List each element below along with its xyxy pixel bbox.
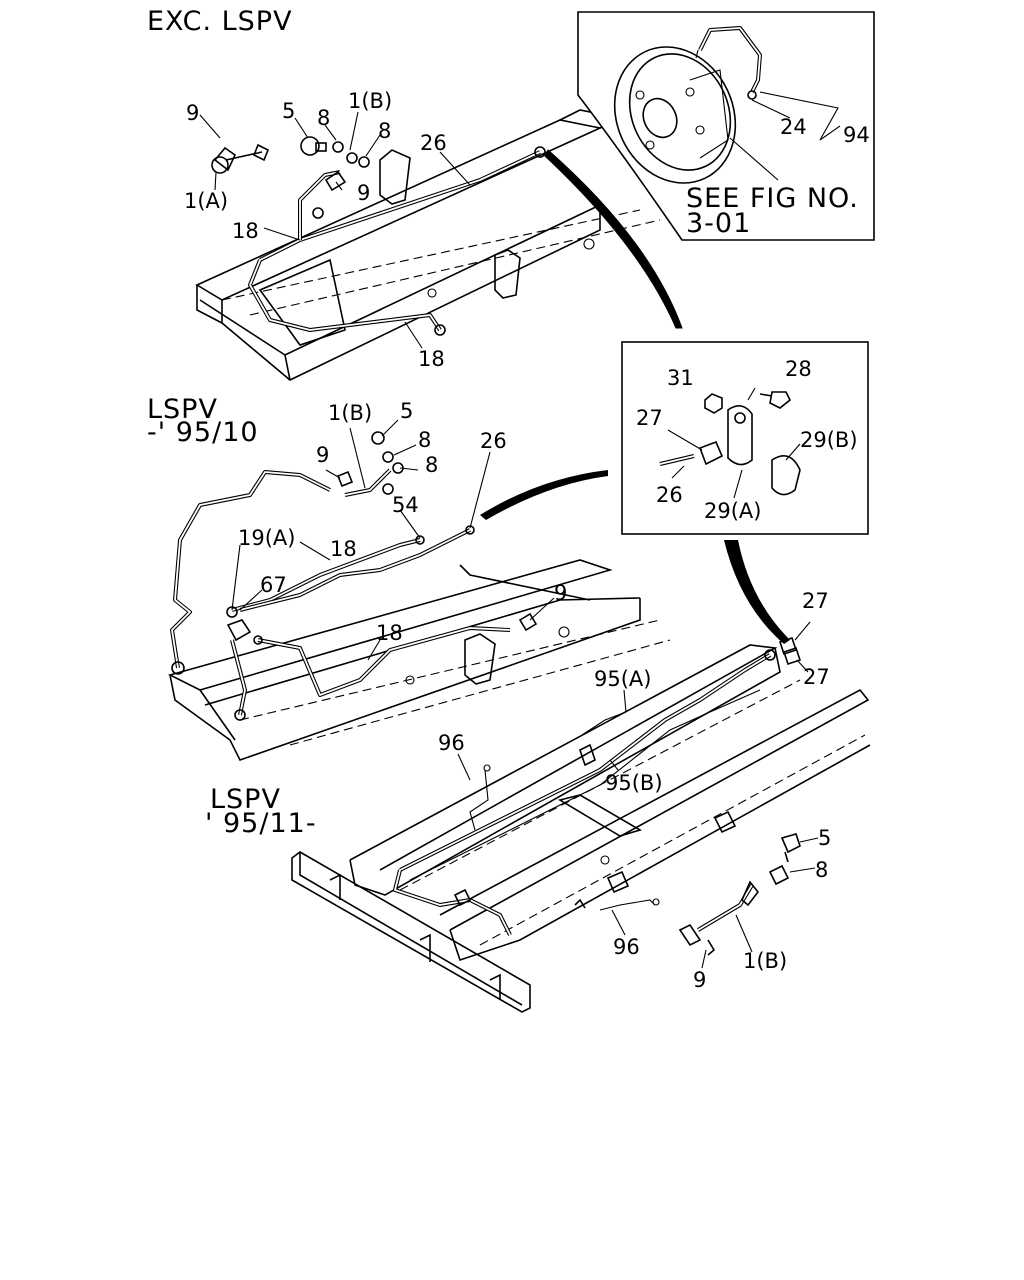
callout-8: 8 — [317, 106, 330, 130]
callout-18: 18 — [418, 347, 445, 371]
section-title-date-range: ' 95/11- — [205, 808, 317, 839]
callout-1b: 1(B) — [743, 949, 787, 973]
callout-9: 9 — [316, 443, 329, 467]
callout-26: 26 — [656, 483, 683, 507]
callout-9: 9 — [693, 968, 706, 992]
callout-1b: 1(B) — [348, 89, 392, 113]
callout-28: 28 — [785, 357, 812, 381]
callout-8: 8 — [425, 453, 438, 477]
callout-95a: 95(A) — [594, 667, 651, 691]
callout-67: 67 — [260, 573, 287, 597]
callout-27: 27 — [803, 665, 830, 689]
callout-8: 8 — [378, 119, 391, 143]
see-fig-number: 3-01 — [686, 208, 751, 239]
section-title-lspv: LSPV — [147, 394, 218, 425]
callout-29b: 29(B) — [800, 428, 858, 452]
callout-19a: 19(A) — [238, 526, 295, 550]
inset-pipe-clip: 31 28 27 29(B) 26 29(A) — [621, 341, 869, 535]
see-fig-reference: SEE FIG NO. — [686, 183, 859, 214]
callout-18: 18 — [232, 219, 259, 243]
section-title-lspv: LSPV — [210, 784, 281, 815]
callout-29a: 29(A) — [704, 499, 761, 523]
callout-54: 54 — [392, 493, 419, 517]
frame-assembly-exc-lspv: EXC. LSPV — [147, 6, 683, 381]
callout-26: 26 — [480, 429, 507, 453]
callout-95b: 95(B) — [605, 771, 663, 795]
callout-9: 9 — [554, 581, 567, 605]
callout-26: 26 — [420, 131, 447, 155]
callout-5: 5 — [400, 399, 413, 423]
callout-96: 96 — [613, 935, 640, 959]
frame-assembly-lspv-to-95-10: LSPV -' 95/10 — [147, 394, 671, 761]
callout-9: 9 — [357, 181, 370, 205]
frame-assembly-lspv-from-95-11: LSPV ' 95/11- — [205, 589, 871, 1013]
callout-5: 5 — [818, 826, 831, 850]
section-title-date-range: -' 95/10 — [147, 417, 259, 448]
callout-31: 31 — [667, 366, 694, 390]
callout-96: 96 — [438, 731, 465, 755]
callout-5: 5 — [282, 99, 295, 123]
callout-18: 18 — [330, 537, 357, 561]
section-title-exc-lspv: EXC. LSPV — [147, 6, 293, 37]
callout-27: 27 — [802, 589, 829, 613]
callout-24: 24 — [780, 115, 807, 139]
callout-94: 94 — [843, 123, 870, 147]
inset-backing-plate: 24 94 SEE FIG NO. 3-01 — [577, 11, 875, 241]
callout-1a: 1(A) — [184, 189, 228, 213]
callout-8: 8 — [815, 858, 828, 882]
callout-8: 8 — [418, 428, 431, 452]
callout-1b: 1(B) — [328, 401, 372, 425]
callout-27: 27 — [636, 406, 663, 430]
callout-9: 9 — [186, 101, 199, 125]
callout-18: 18 — [376, 621, 403, 645]
